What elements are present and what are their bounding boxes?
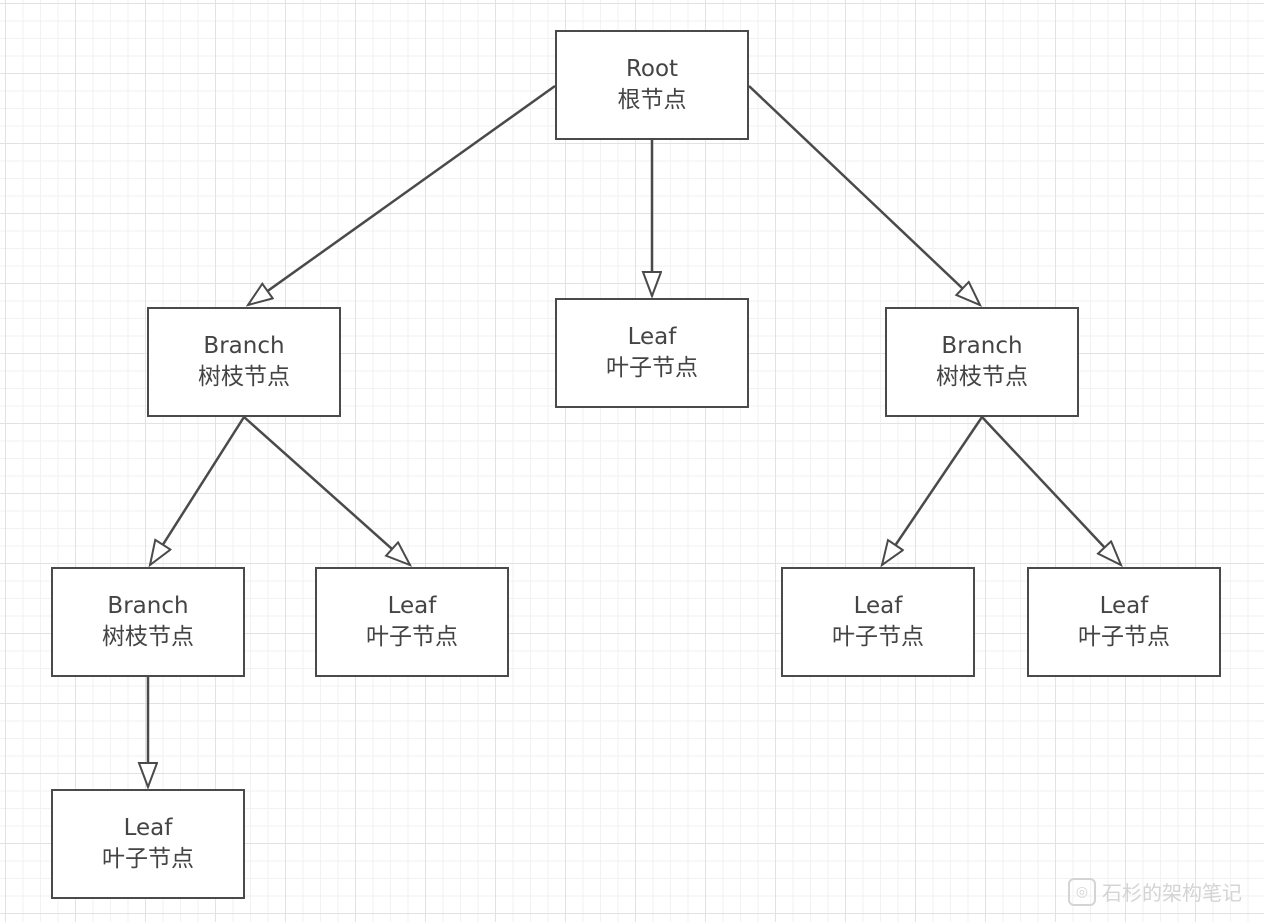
watermark: ◎ 石杉的架构笔记 (1068, 877, 1242, 906)
node-label: 叶子节点 (1078, 624, 1170, 650)
node-name: Leaf (387, 593, 437, 619)
node-label: 叶子节点 (606, 355, 698, 381)
edge-branch-l1-to-leaf-l2 (243, 416, 410, 565)
node-root[interactable]: Root 根节点 (555, 30, 749, 140)
wechat-logo-icon: ◎ (1068, 877, 1096, 906)
node-label: 树枝节点 (198, 364, 290, 390)
edge-root-to-branch-l1 (248, 84, 556, 305)
watermark-text: 石杉的架构笔记 (1102, 881, 1242, 905)
node-name: Leaf (1099, 593, 1149, 619)
node-name: Root (625, 56, 679, 82)
node-name: Leaf (853, 593, 903, 619)
edge-branch-l1-to-branch-l2 (150, 416, 246, 565)
node-name: Branch (107, 593, 189, 619)
node-name: Branch (941, 333, 1023, 359)
edges-layer (148, 84, 1121, 787)
edge-root-to-branch-r1 (748, 85, 980, 305)
node-leaf[interactable]: Leaf 叶子节点 (555, 298, 749, 408)
node-branch[interactable]: Branch 树枝节点 (147, 307, 341, 417)
node-leaf[interactable]: Leaf 叶子节点 (781, 567, 975, 677)
node-label: 叶子节点 (366, 624, 458, 650)
node-leaf[interactable]: Leaf 叶子节点 (51, 789, 245, 899)
edge-branch-r1-to-leaf-r2b (981, 416, 1121, 565)
node-label: 叶子节点 (832, 624, 924, 650)
node-leaf[interactable]: Leaf 叶子节点 (1027, 567, 1221, 677)
node-name: Leaf (123, 815, 173, 841)
node-name: Leaf (627, 324, 677, 350)
node-branch[interactable]: Branch 树枝节点 (51, 567, 245, 677)
node-label: 叶子节点 (102, 846, 194, 872)
node-name: Branch (203, 333, 285, 359)
node-branch[interactable]: Branch 树枝节点 (885, 307, 1079, 417)
node-leaf[interactable]: Leaf 叶子节点 (315, 567, 509, 677)
node-label: 根节点 (617, 87, 687, 113)
edge-branch-r1-to-leaf-r2a (882, 416, 984, 565)
node-label: 树枝节点 (102, 624, 194, 650)
node-label: 树枝节点 (936, 364, 1028, 390)
